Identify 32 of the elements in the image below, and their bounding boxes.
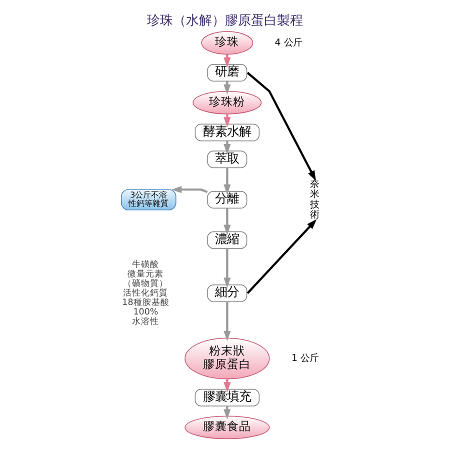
arrow [224, 114, 231, 128]
label: 水溶性 [132, 316, 160, 327]
node-label: 4 公斤 [274, 37, 302, 48]
node-box: 酵素水解 [194, 124, 260, 142]
node-text: 奈米技術 [310, 178, 319, 220]
label: 牛磺酸 [132, 260, 160, 270]
arrow [224, 168, 231, 195]
node-box: 濃縮 [207, 231, 248, 249]
node-ellipse: 粉末狀膠原蛋白 [184, 338, 270, 380]
node-ellipse: 珍珠粉 [192, 90, 262, 114]
node-box: 萃取 [207, 150, 248, 168]
node-ellipse: 膠囊食品 [184, 416, 270, 440]
node-box: 膠囊填充 [194, 388, 260, 406]
label: 微量元素 [128, 270, 164, 280]
arrow [224, 54, 231, 68]
arrow [246, 72, 316, 181]
arrow [224, 81, 231, 95]
diagram-title: 珍珠（水解）膠原蛋白製程 [147, 14, 303, 29]
arrow [224, 208, 231, 235]
label: 100% [133, 307, 158, 318]
arrow [224, 248, 231, 288]
label: （礦物質） [123, 279, 168, 289]
label: 活性化鈣質 [123, 288, 168, 298]
node-label: 1 公斤 [291, 352, 319, 364]
node-box: 研磨 [207, 64, 248, 82]
node-box: 細分 [207, 284, 248, 302]
label: 18種胺基酸 [122, 298, 170, 308]
arrow [171, 186, 208, 194]
node-box: 分離 [207, 191, 248, 208]
node-ellipse: 珍珠 [201, 31, 254, 55]
arrow [246, 219, 317, 294]
arrow [224, 302, 231, 342]
